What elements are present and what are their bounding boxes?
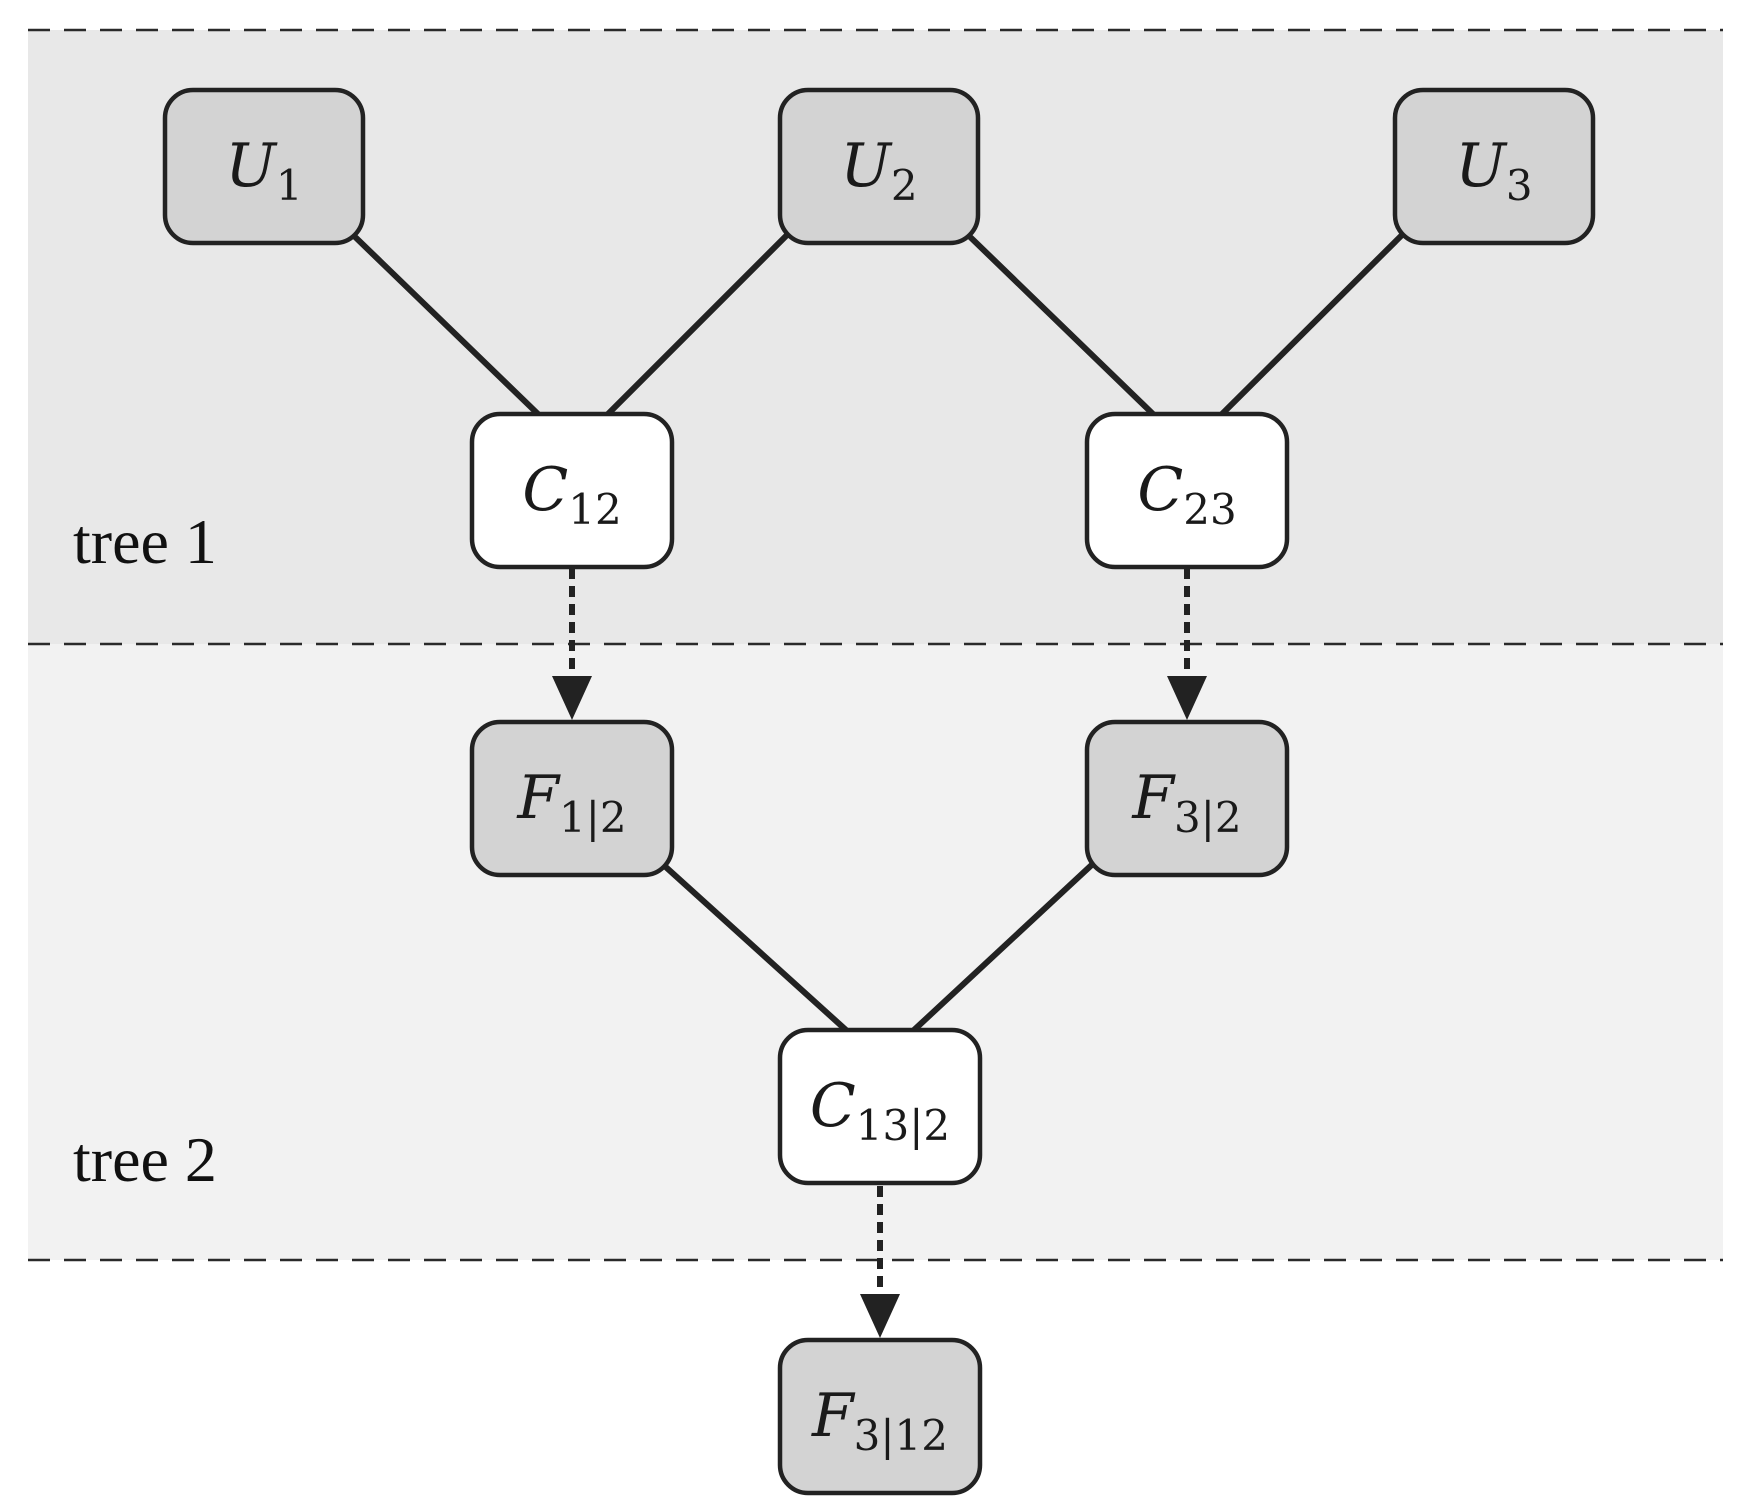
tree1-label: tree 1 (73, 506, 217, 577)
node-c23-subscript: 23 (1183, 485, 1236, 534)
svg-text:U3: U3 (1455, 131, 1532, 210)
svg-text:F3|2: F3|2 (1131, 763, 1241, 842)
node-c13g2-symbol: C (810, 1071, 856, 1141)
node-c12: C12 (469, 411, 675, 570)
edge-u2-c12 (605, 229, 793, 417)
node-f3g12-symbol: F (811, 1381, 856, 1451)
node-f1g2-symbol: F (516, 763, 561, 833)
svg-text:U1: U1 (225, 131, 302, 210)
node-u3: U3 (1392, 87, 1596, 246)
arrowhead-c13g2-f3g12 (860, 1294, 900, 1338)
node-u1-symbol: U (225, 131, 278, 201)
node-c13g2: C13|2 (777, 1027, 983, 1186)
node-c12-symbol: C (522, 455, 568, 525)
svg-text:C12: C12 (522, 455, 621, 534)
edge-f1g2-c13g2 (655, 857, 849, 1033)
node-f3g2-subscript: 3|2 (1174, 793, 1242, 842)
svg-text:C13|2: C13|2 (810, 1071, 950, 1150)
node-u1-subscript: 1 (276, 161, 303, 210)
svg-text:C23: C23 (1137, 455, 1236, 534)
node-f1g2-subscript: 1|2 (559, 793, 627, 842)
arrowhead-c23-f3g2 (1167, 676, 1207, 720)
node-f3g2-symbol: F (1131, 763, 1176, 833)
node-u2-symbol: U (840, 131, 893, 201)
node-c12-subscript: 12 (568, 485, 621, 534)
tree2-label: tree 2 (73, 1124, 217, 1195)
node-f3g2: F3|2 (1084, 719, 1290, 878)
node-c23: C23 (1084, 411, 1290, 570)
node-c13g2-subscript: 13|2 (856, 1101, 950, 1150)
edge-u1-c12 (347, 229, 541, 417)
node-u3-symbol: U (1455, 131, 1508, 201)
node-f3g12-subscript: 3|12 (854, 1411, 948, 1460)
node-c23-symbol: C (1137, 455, 1183, 525)
edge-f3g2-c13g2 (911, 857, 1100, 1033)
edge-u3-c23 (1219, 229, 1408, 417)
node-u1: U1 (162, 87, 366, 246)
node-u2-subscript: 2 (891, 161, 918, 210)
node-u3-subscript: 3 (1506, 161, 1533, 210)
node-f3g12: F3|12 (777, 1337, 983, 1496)
arrowhead-c12-f1g2 (552, 676, 592, 720)
svg-text:F3|12: F3|12 (811, 1381, 948, 1460)
node-f1g2: F1|2 (469, 719, 675, 878)
node-u2: U2 (777, 87, 981, 246)
svg-text:U2: U2 (840, 131, 917, 210)
edge-u2-c23 (962, 229, 1156, 417)
svg-text:F1|2: F1|2 (516, 763, 626, 842)
